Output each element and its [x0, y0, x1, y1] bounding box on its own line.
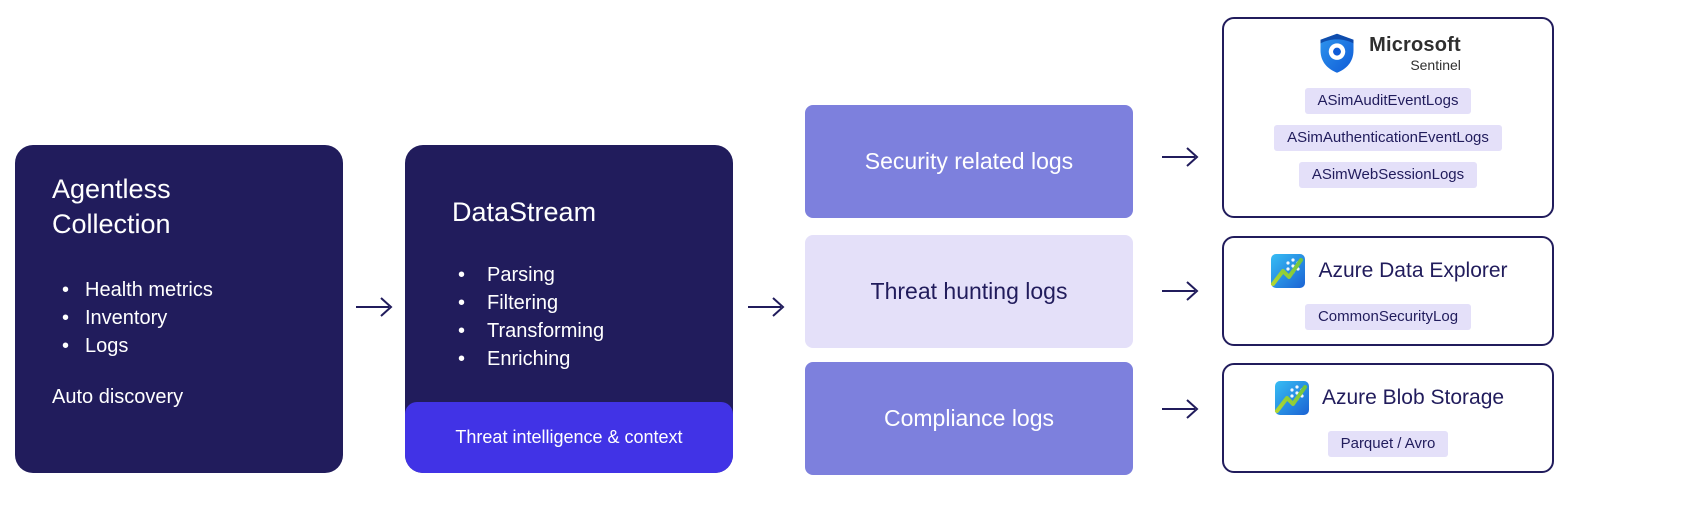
- agentless-bullet-list: Health metrics Inventory Logs: [62, 276, 343, 360]
- datastream-bullet-list: Parsing Filtering Transforming Enriching: [458, 261, 733, 373]
- agentless-bullet-inventory: Inventory: [62, 304, 343, 332]
- agentless-bullet-logs: Logs: [62, 332, 343, 360]
- agentless-note: Auto discovery: [52, 386, 184, 408]
- sentinel-table-asim-authentication: ASimAuthenticationEventLogs: [1274, 125, 1502, 151]
- arrow-threat-hunting-to-adx-icon: [1162, 281, 1199, 301]
- datastream-bullet-enriching: Enriching: [458, 345, 733, 373]
- agentless-collection-box: Agentless Collection Health metrics Inve…: [15, 145, 343, 473]
- azure-data-explorer-box: Azure Data Explorer CommonSecurityLog: [1222, 236, 1554, 346]
- datastream-bullet-filtering: Filtering: [458, 289, 733, 317]
- adx-table-commonsecuritylog: CommonSecurityLog: [1304, 304, 1472, 330]
- agentless-title: Agentless Collection: [52, 174, 171, 239]
- azure-blob-storage-logo: Azure Blob Storage: [1272, 378, 1504, 418]
- arrow-compliance-to-blob-icon: [1162, 399, 1199, 419]
- security-related-logs-box: Security related logs: [805, 105, 1133, 218]
- arrow-security-to-sentinel-icon: [1162, 147, 1199, 167]
- arrow-datastream-to-logs-icon: [748, 297, 785, 317]
- blob-format-parquet-avro: Parquet / Avro: [1327, 431, 1449, 457]
- sentinel-table-list: ASimAuditEventLogs ASimAuthenticationEve…: [1274, 88, 1502, 188]
- threat-hunting-logs-label: Threat hunting logs: [870, 278, 1068, 304]
- microsoft-sentinel-box: Microsoft Sentinel ASimAuditEventLogs AS…: [1222, 17, 1554, 218]
- threat-hunting-logs-box: Threat hunting logs: [805, 235, 1133, 348]
- compliance-logs-box: Compliance logs: [805, 362, 1133, 475]
- adx-table-list: CommonSecurityLog: [1304, 304, 1472, 330]
- azure-data-explorer-logo: Azure Data Explorer: [1268, 251, 1508, 291]
- azure-data-explorer-title: Azure Data Explorer: [1318, 259, 1508, 282]
- microsoft-brand-text: Microsoft: [1369, 33, 1461, 56]
- datastream-bullet-parsing: Parsing: [458, 261, 733, 289]
- blob-format-list: Parquet / Avro: [1327, 431, 1449, 457]
- datastream-box: DataStream Parsing Filtering Transformin…: [405, 145, 733, 473]
- compliance-logs-label: Compliance logs: [883, 405, 1055, 431]
- datastream-title: DataStream: [452, 197, 597, 227]
- agentless-bullet-health-metrics: Health metrics: [62, 276, 343, 304]
- azure-data-explorer-icon: [1271, 254, 1306, 288]
- sentinel-table-asim-websession: ASimWebSessionLogs: [1298, 162, 1478, 188]
- security-related-logs-label: Security related logs: [864, 148, 1074, 174]
- microsoft-sentinel-logo: Microsoft Sentinel: [1315, 31, 1461, 75]
- sentinel-product-text: Sentinel: [1410, 56, 1461, 73]
- azure-blob-storage-icon: [1274, 381, 1309, 415]
- datastream-bullet-transforming: Transforming: [458, 317, 733, 345]
- threat-intelligence-banner: Threat intelligence & context: [405, 402, 733, 473]
- azure-blob-storage-box: Azure Blob Storage Parquet / Avro: [1222, 363, 1554, 473]
- microsoft-sentinel-wordmark: Microsoft Sentinel: [1369, 34, 1461, 73]
- arrow-agentless-to-datastream-icon: [356, 297, 393, 317]
- azure-blob-storage-title: Azure Blob Storage: [1321, 386, 1505, 409]
- sentinel-table-asim-audit: ASimAuditEventLogs: [1304, 88, 1472, 114]
- sentinel-shield-icon: [1320, 33, 1354, 73]
